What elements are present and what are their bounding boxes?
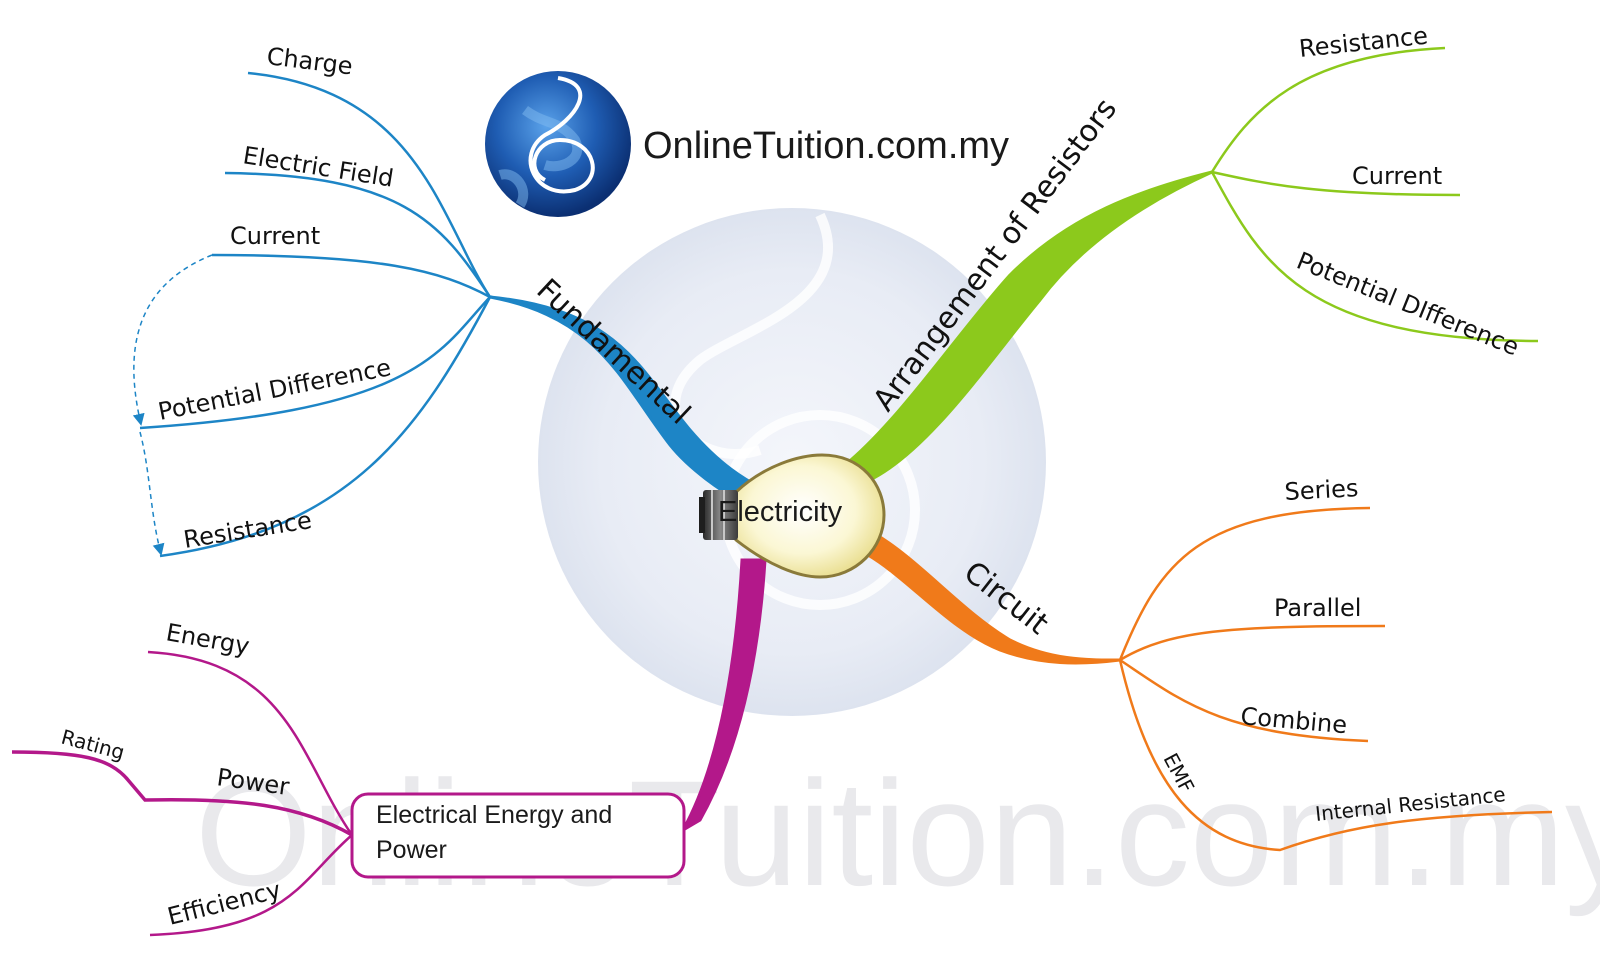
circuit-trunk [866,529,1121,665]
central-label: Electricity [718,496,843,528]
branch-circuit [866,506,1553,852]
energy-node-label-line1: Electrical Energy and [376,801,612,829]
energy-node-label-line2: Power [376,836,447,864]
bulb-icon [699,453,886,579]
brand-name: OnlineTuition.com.my [643,125,1009,167]
arrangement-item-resistance: Resistance [1298,22,1430,63]
branch-energy [11,558,767,937]
branch-fundamental [132,71,768,558]
fundamental-item-electric-field: Electric Field [241,141,395,192]
circuit-item-combine: Combine [1239,702,1348,739]
circuit-item-parallel: Parallel [1274,594,1361,622]
branch-arrangement [842,46,1539,482]
fundamental-item-resistance: Resistance [182,506,314,554]
fundamental-item-charge: Charge [265,42,354,80]
arrangement-item-current: Current [1352,162,1442,190]
fundamental-item-potential-difference: Potential Difference [156,353,393,426]
fundamental-item-current: Current [230,222,320,250]
circuit-item-series: Series [1284,474,1359,506]
brand-logo [485,71,631,217]
energy-node-box [350,792,686,879]
central-node [699,453,886,579]
